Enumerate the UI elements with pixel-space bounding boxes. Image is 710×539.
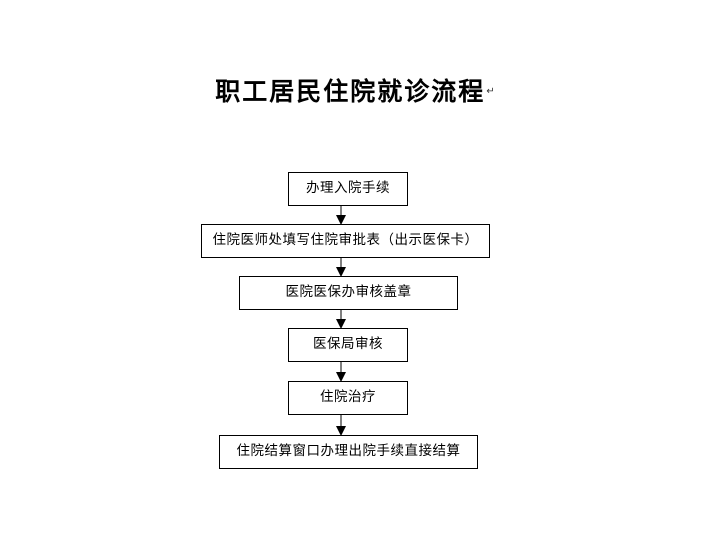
flow-node-1[interactable]: 办理入院手续 <box>288 172 408 206</box>
page-title-text: 职工居民住院就诊流程 <box>215 77 486 106</box>
flow-node-4-label: 医保局审核 <box>313 336 383 353</box>
flow-node-2-label: 住院医师处填写住院审批表（出示医保卡） <box>212 232 479 249</box>
flow-node-1-label: 办理入院手续 <box>306 180 390 197</box>
flow-node-5-label: 住院治疗 <box>320 389 376 406</box>
page-title: 职工居民住院就诊流程↵ <box>0 76 710 107</box>
flow-node-5[interactable]: 住院治疗 <box>288 381 408 415</box>
flow-node-4[interactable]: 医保局审核 <box>288 328 408 362</box>
flow-connector-1-2 <box>334 206 348 225</box>
flow-node-3-label: 医院医保办审核盖章 <box>285 284 412 301</box>
paragraph-mark-icon: ↵ <box>486 85 495 97</box>
flow-connector-4-5 <box>334 362 348 382</box>
flow-connector-3-4 <box>334 310 348 329</box>
flow-node-6-label: 住院结算窗口办理出院手续直接结算 <box>236 443 461 460</box>
flow-connector-5-6 <box>334 415 348 436</box>
flow-node-3[interactable]: 医院医保办审核盖章 <box>239 276 458 310</box>
flow-node-6[interactable]: 住院结算窗口办理出院手续直接结算 <box>219 435 478 469</box>
flow-connector-2-3 <box>334 258 348 277</box>
flow-node-2[interactable]: 住院医师处填写住院审批表（出示医保卡） <box>201 224 490 258</box>
